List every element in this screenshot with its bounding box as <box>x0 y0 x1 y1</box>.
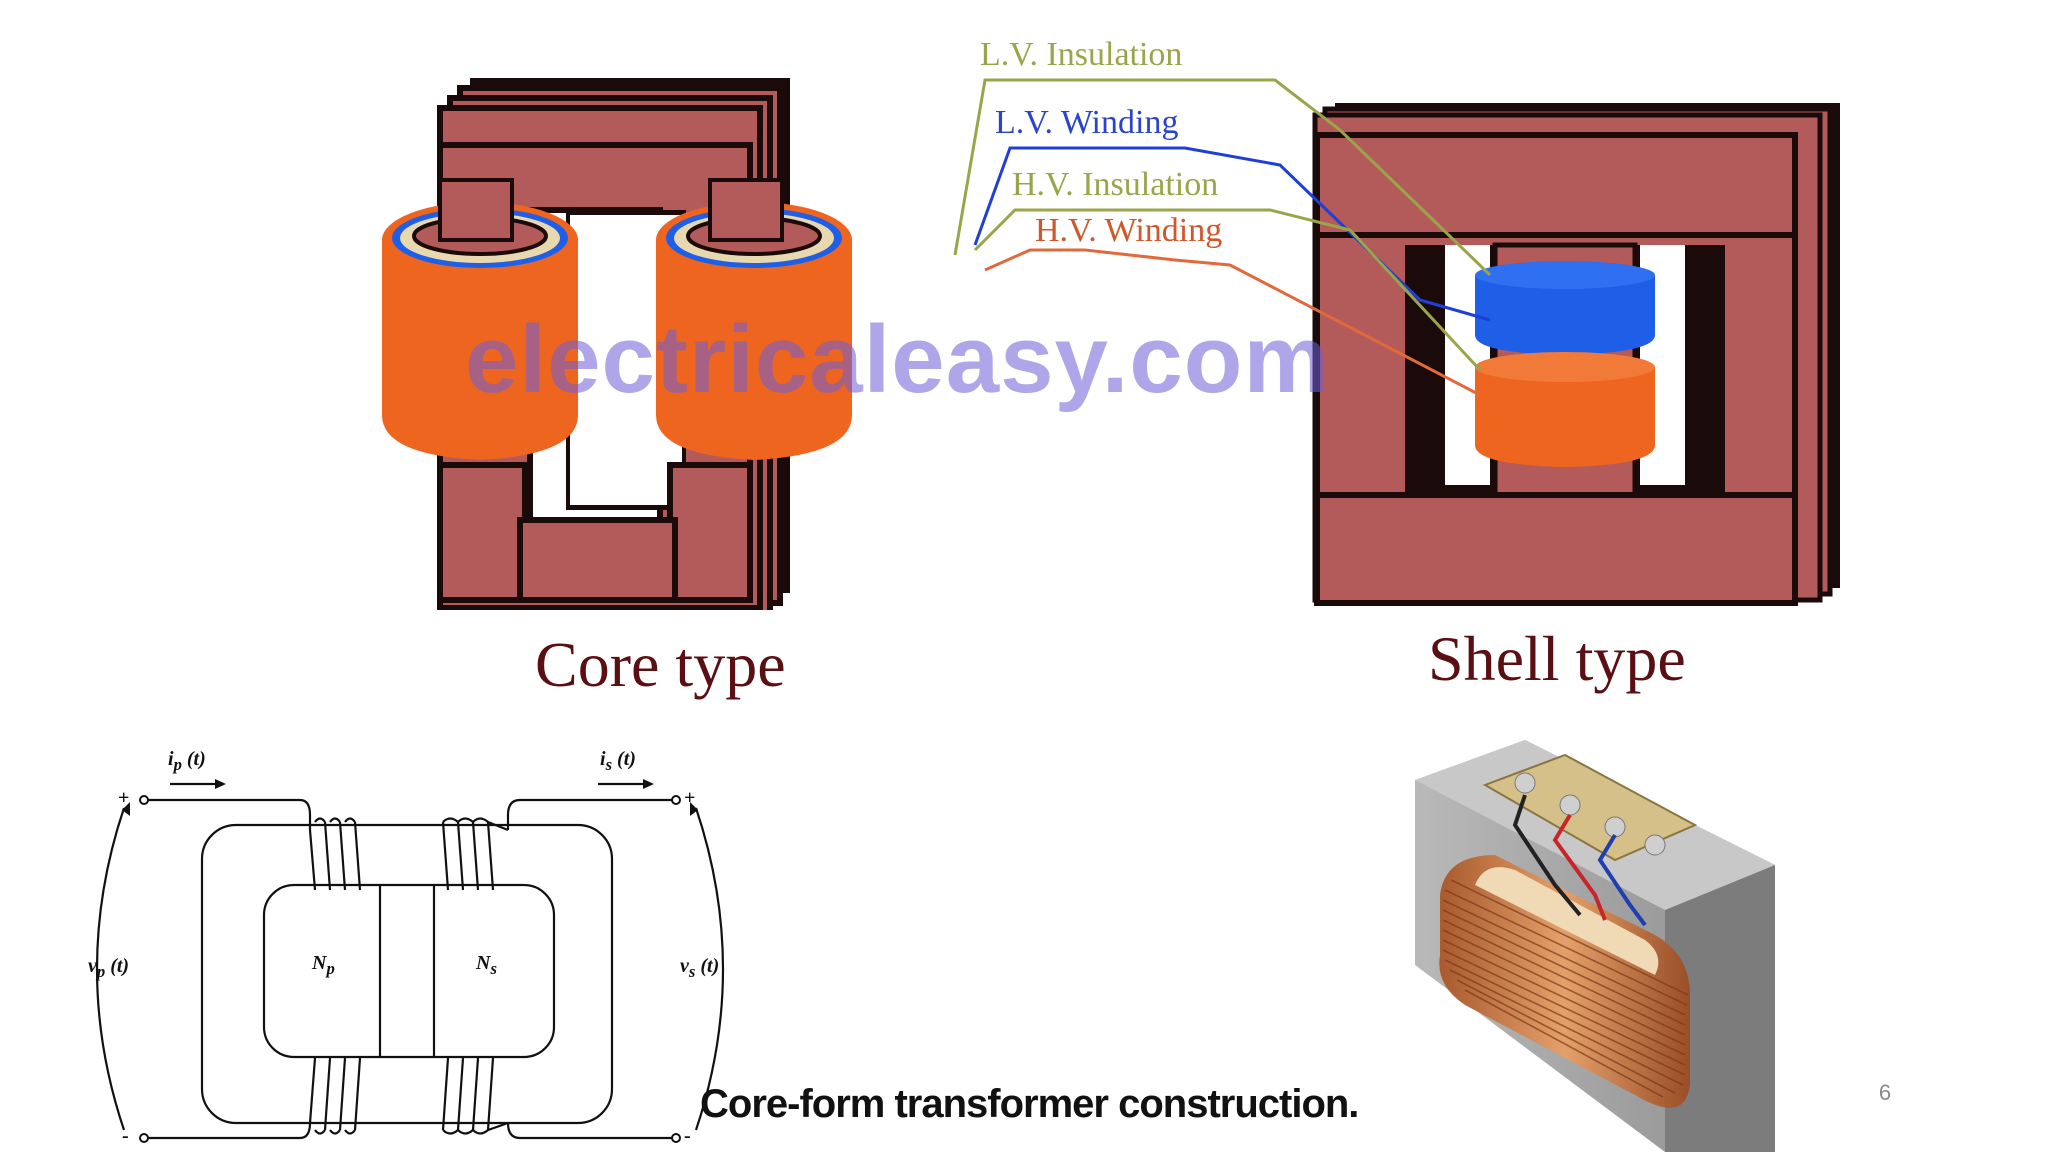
secondary-turns-label: Ns <box>476 952 497 978</box>
secondary-minus-terminal: - <box>684 1125 691 1147</box>
primary-turns-label: Np <box>312 952 335 978</box>
shell-hv-winding <box>1475 352 1655 467</box>
hv-insulation-label: H.V. Insulation <box>1012 166 1219 203</box>
circuit-caption: Core-form transformer construction. <box>700 1082 1359 1126</box>
primary-voltage-label: vp (t) <box>88 955 130 981</box>
watermark-text: electricaleasy.com <box>465 306 1330 413</box>
secondary-plus-terminal: + <box>684 787 696 809</box>
lv-winding-leader <box>973 146 1491 322</box>
lv-insulation-label: L.V. Insulation <box>980 36 1183 73</box>
hv-winding-label: H.V. Winding <box>1035 212 1223 249</box>
primary-plus-terminal: + <box>118 787 130 809</box>
shell-lv-winding <box>1475 261 1655 355</box>
copper-coil <box>1439 855 1690 1108</box>
primary-minus-terminal: - <box>122 1125 129 1147</box>
lv-winding-label: L.V. Winding <box>995 104 1179 141</box>
lv-insulation-leader <box>953 78 1492 277</box>
core-right-winding <box>656 178 852 460</box>
hv-insulation-leader <box>973 208 1482 372</box>
primary-current-label: ip (t) <box>168 748 206 774</box>
shell-type-transformer-illustration <box>1312 103 1840 606</box>
core-type-label: Core type <box>535 629 786 700</box>
transformer-3d-render <box>1415 740 1775 1152</box>
slide-number: 6 <box>1878 1080 1892 1105</box>
core-type-transformer-illustration <box>382 78 852 610</box>
secondary-current-label: is (t) <box>600 748 636 774</box>
core-form-circuit-diagram <box>95 779 725 1143</box>
core-left-winding <box>382 178 578 460</box>
secondary-voltage-label: vs (t) <box>680 955 720 981</box>
hv-winding-leader <box>984 248 1481 397</box>
shell-type-label: Shell type <box>1428 623 1686 694</box>
terminal-block <box>1482 753 1698 862</box>
